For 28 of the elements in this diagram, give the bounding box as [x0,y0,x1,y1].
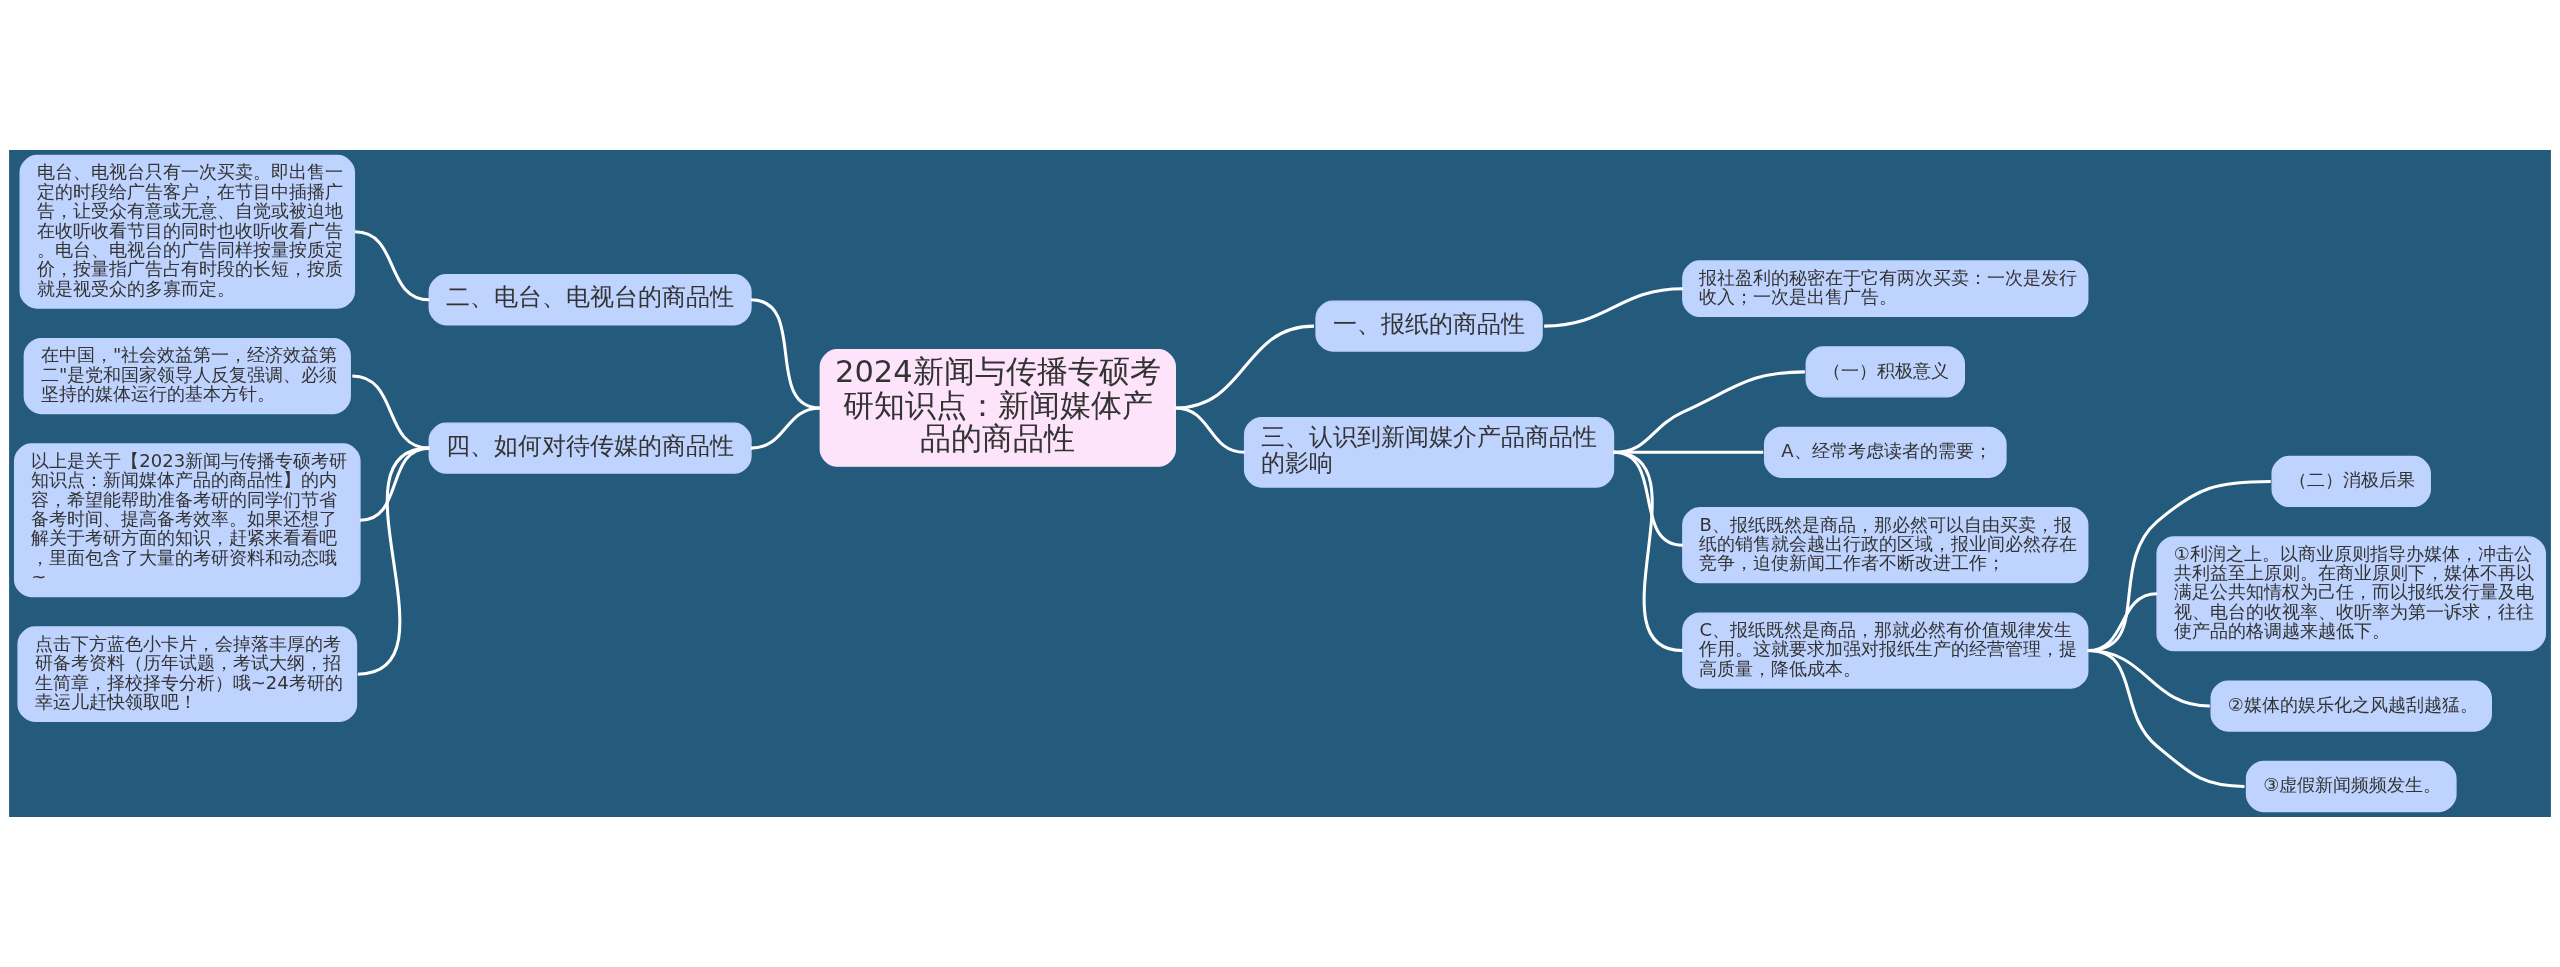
connector [352,374,430,450]
node-box: （一）积极意义 [1805,346,1966,398]
node-box: 二、电台、电视台的商品性 [428,274,752,326]
node-box: 以上是关于【2023新闻与传播专硕考研知识点：新闻媒体产品的商品性】的内容，希望能帮助准备考研的同学们节省备考时间、提高备考效率。如果还想了解关于考研方面的知识，赶紧来看看吧，里面包含了大量的考研资料和动态哦~ [13,443,361,598]
node-box: 点击下方蓝色小卡片，会掉落丰厚的考研备考资料（历年试题，考试大纲，招生简章，择校择专分析）哦~24考研的幸运儿赶快领取吧！ [17,626,358,722]
connector [357,446,430,676]
node-box: 在中国，"社会效益第一，经济效益第二"是党和国家领导人反复强调、必须坚持的媒体运行的基本方针。 [23,337,351,415]
node-box: 2024新闻与传播专硕考研知识点：新闻媒体产品的商品性 [819,349,1176,467]
node-box: 四、如何对待传媒的商品性 [428,422,752,474]
node-box: ②媒体的娱乐化之风越刮越猛。 [2210,680,2492,732]
node-box: 电台、电视台只有一次买卖。即出售一定的时段给广告客户，在节目中插播广告，让受众有意或无意、自觉或被迫地在收听收看节目的同时也收听收看广告。电台、电视台的广告同样按量按质定价，按量指广告占有时段的长短，按质就是视受众的多寡而定。 [19,154,356,309]
connector [1175,406,1245,454]
connector [354,230,430,302]
node-box: （二）消极后果 [2271,455,2431,508]
connector [750,298,821,410]
connector [1544,287,1683,328]
connector [1613,450,1684,653]
connector [1175,324,1315,410]
connector [2087,649,2245,788]
connector [750,406,821,450]
node-box: C、报纸既然是商品，那就必然有价值规律发生作用。这就要求加强对报纸生产的经营管理，提高质量，降低成本。 [1682,612,2089,689]
node-box: 三、认识到新闻媒介产品商品性的影响 [1243,416,1615,488]
node-box: 一、报纸的商品性 [1315,300,1543,352]
node-box: ③虚假新闻频频发生。 [2245,760,2457,813]
node-box: A、经常考虑读者的需要； [1763,426,2007,478]
node-box: 报社盈利的秘密在于它有两次买卖：一次是发行收入；一次是出售广告。 [1682,260,2089,318]
node-box: B、报纸既然是商品，那必然可以自由买卖，报纸的销售就会越出行政的区域，报业间必然存在竞争，迫使新闻工作者不断改进工作； [1682,507,2089,584]
node-box: ①利润之上。以商业原则指导办媒体，冲击公共利益至上原则。在商业原则下，媒体不再以满足公共知情权为己任，而以报纸发行量及电视、电台的收视率、收听率为第一诉求，往往使产品的格调越来越低下。 [2156,536,2547,652]
